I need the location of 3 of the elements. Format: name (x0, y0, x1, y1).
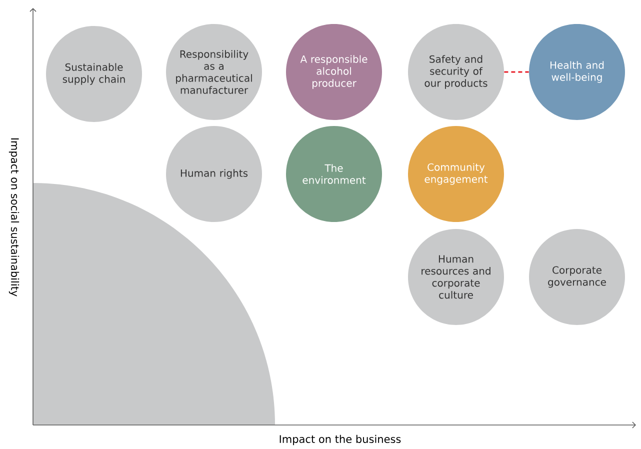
axis-label: Impact on social sustainability (8, 138, 20, 296)
connector-line (504, 71, 529, 73)
axis-label: Impact on the business (280, 434, 401, 446)
